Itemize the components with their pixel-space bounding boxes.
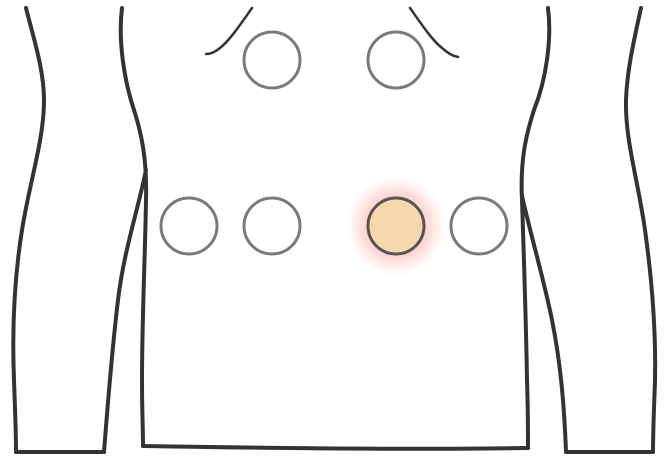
- marker-upper-right[interactable]: [368, 32, 424, 88]
- marker-middle-4[interactable]: [451, 198, 507, 254]
- marker-middle-1[interactable]: [161, 198, 217, 254]
- marker-upper-left[interactable]: [244, 32, 300, 88]
- left-collar-line: [206, 8, 252, 54]
- right-arm-outer-outline: [626, 8, 655, 452]
- marker-middle-2[interactable]: [244, 198, 300, 254]
- marker-middle-3[interactable]: [368, 198, 424, 254]
- left-arm-inner-outline: [104, 170, 146, 452]
- torso-right-outline: [522, 8, 550, 448]
- left-arm-outer-outline: [13, 8, 44, 452]
- torso-bottom-outline: [143, 446, 528, 449]
